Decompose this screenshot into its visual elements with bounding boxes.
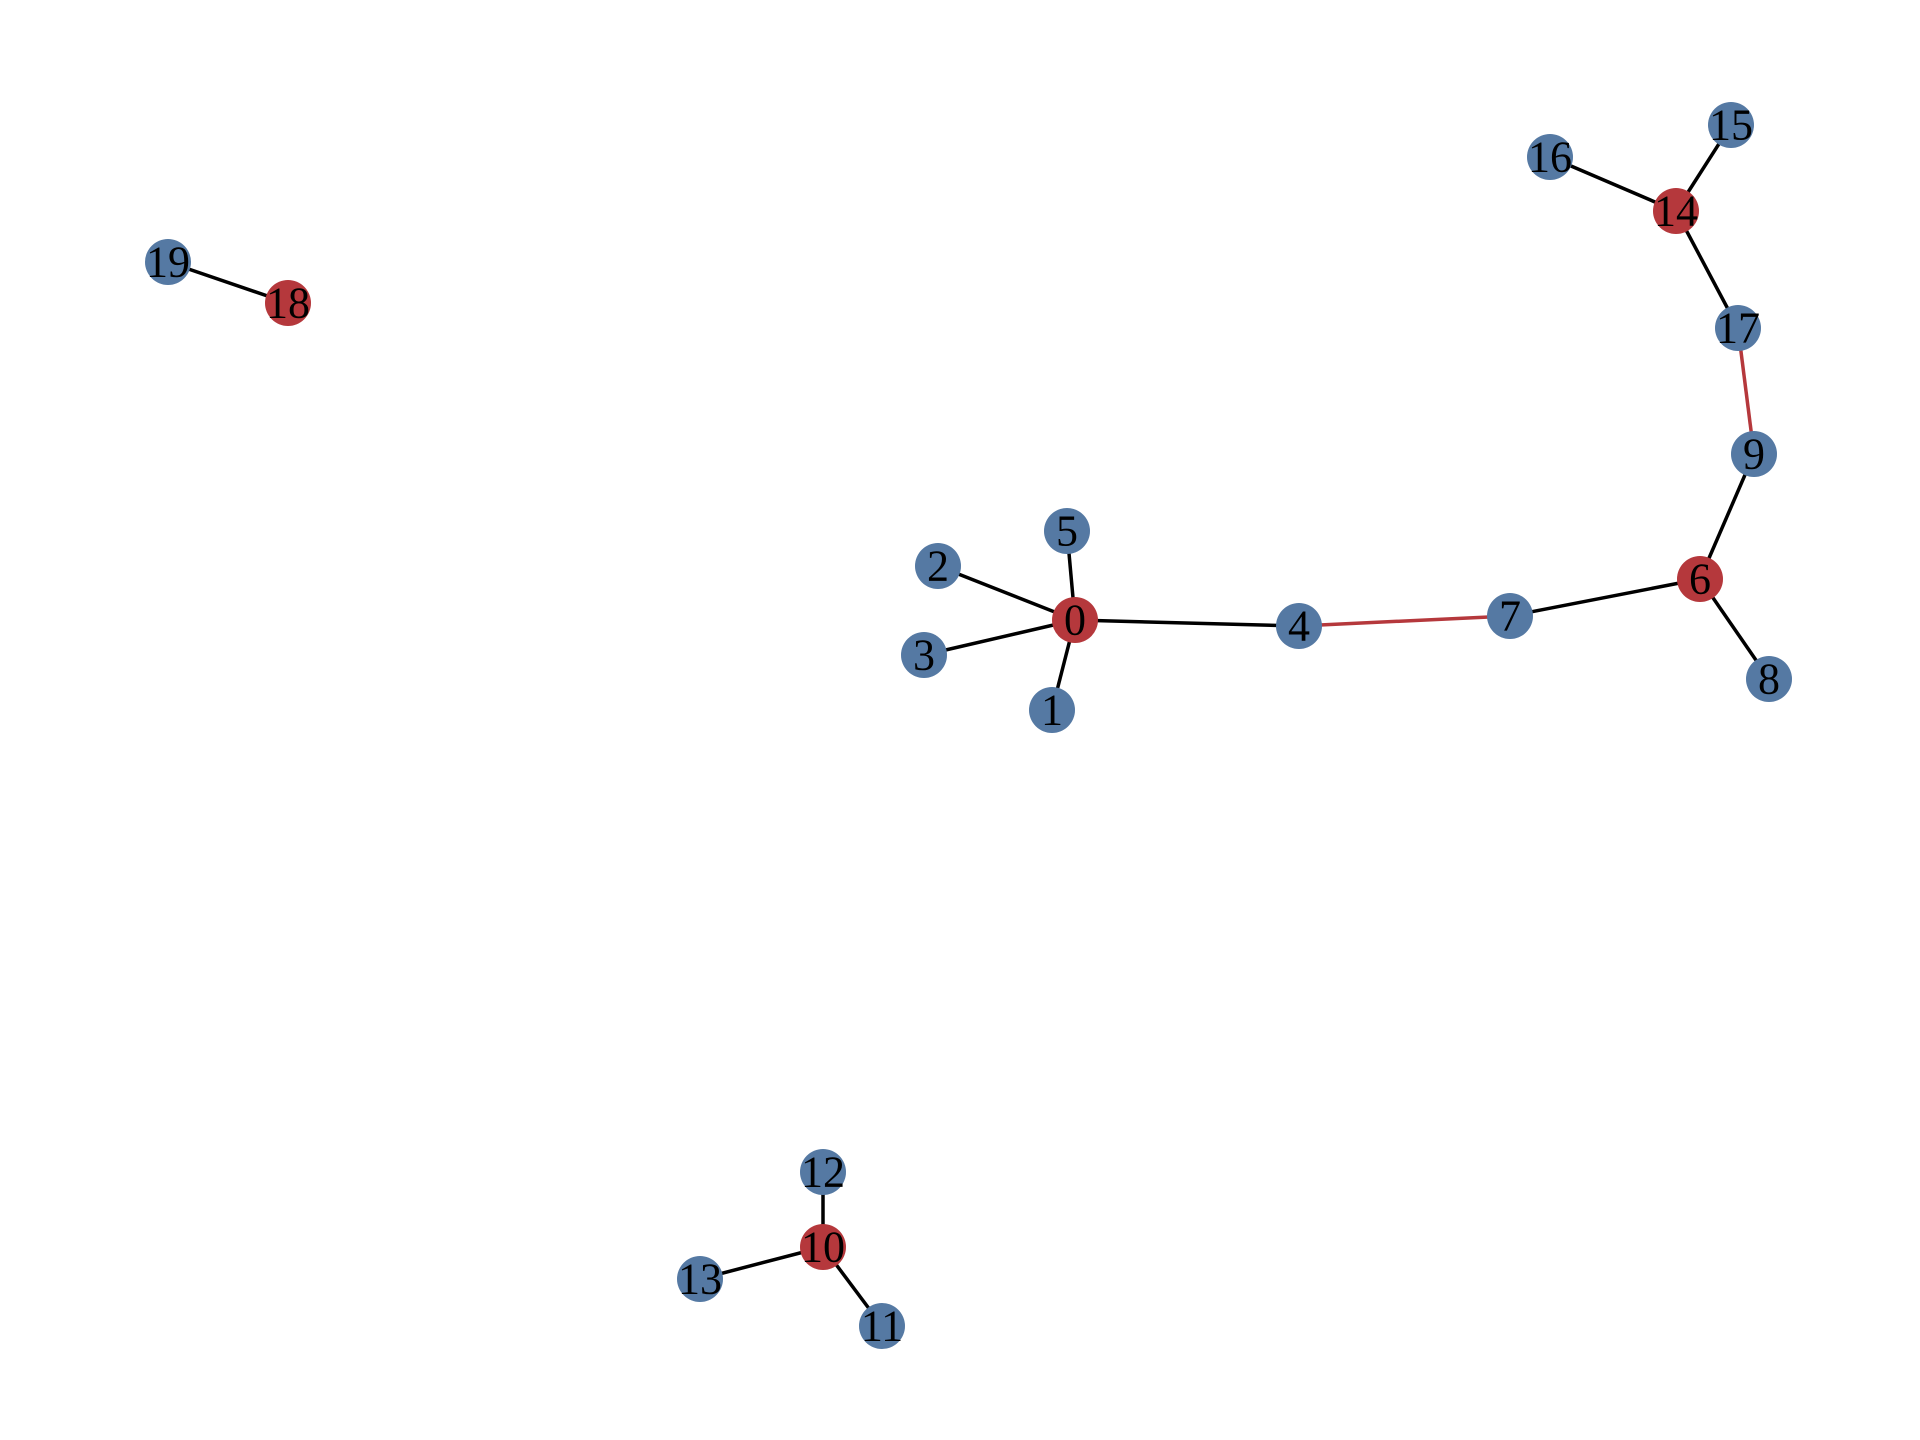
- node-label-3: 3: [913, 631, 935, 680]
- node-0: 0: [1052, 596, 1098, 645]
- node-circle-2: [915, 543, 961, 589]
- node-circle-8: [1746, 656, 1792, 702]
- node-1: 1: [1029, 686, 1075, 735]
- node-label-18: 18: [266, 279, 310, 328]
- node-label-11: 11: [861, 1302, 903, 1351]
- edges-layer: [167, 124, 1771, 1328]
- node-circle-6: [1677, 556, 1723, 602]
- node-13: 13: [677, 1255, 723, 1304]
- node-circle-3: [901, 632, 947, 678]
- node-3: 3: [901, 631, 947, 680]
- node-label-10: 10: [801, 1223, 845, 1272]
- node-circle-0: [1052, 597, 1098, 643]
- node-label-2: 2: [927, 542, 949, 591]
- edge-0-2: [937, 564, 1076, 622]
- node-6: 6: [1677, 555, 1723, 604]
- node-4: 4: [1276, 602, 1322, 651]
- node-label-1: 1: [1041, 686, 1063, 735]
- node-label-14: 14: [1654, 187, 1698, 236]
- node-circle-15: [1708, 102, 1754, 148]
- node-11: 11: [859, 1302, 905, 1351]
- node-18: 18: [265, 279, 311, 328]
- node-label-19: 19: [146, 238, 190, 287]
- node-10: 10: [800, 1223, 846, 1272]
- node-label-5: 5: [1056, 507, 1078, 556]
- node-label-9: 9: [1743, 430, 1765, 479]
- node-circle-12: [800, 1149, 846, 1195]
- node-15: 15: [1708, 101, 1754, 150]
- edge-0-4: [1074, 618, 1300, 628]
- node-label-12: 12: [801, 1148, 845, 1197]
- node-label-0: 0: [1064, 596, 1086, 645]
- node-label-13: 13: [678, 1255, 722, 1304]
- node-circle-18: [265, 280, 311, 326]
- node-label-4: 4: [1288, 602, 1310, 651]
- node-circle-16: [1527, 134, 1573, 180]
- node-label-7: 7: [1499, 592, 1521, 641]
- node-label-15: 15: [1709, 101, 1753, 150]
- node-8: 8: [1746, 655, 1792, 704]
- node-label-17: 17: [1716, 304, 1760, 353]
- node-circle-1: [1029, 687, 1075, 733]
- node-circle-7: [1487, 593, 1533, 639]
- node-label-8: 8: [1758, 655, 1780, 704]
- node-12: 12: [800, 1148, 846, 1197]
- node-circle-4: [1276, 603, 1322, 649]
- node-circle-9: [1731, 431, 1777, 477]
- node-circle-14: [1653, 188, 1699, 234]
- node-7: 7: [1487, 592, 1533, 641]
- node-circle-19: [145, 239, 191, 285]
- node-circle-11: [859, 1303, 905, 1349]
- node-2: 2: [915, 542, 961, 591]
- node-label-16: 16: [1528, 133, 1572, 182]
- edge-0-3: [923, 618, 1076, 657]
- edge-4-7: [1298, 614, 1511, 628]
- node-circle-13: [677, 1256, 723, 1302]
- node-16: 16: [1527, 133, 1573, 182]
- node-label-6: 6: [1689, 555, 1711, 604]
- edge-7-6: [1509, 577, 1701, 618]
- node-circle-10: [800, 1224, 846, 1270]
- node-9: 9: [1731, 430, 1777, 479]
- node-14: 14: [1653, 187, 1699, 236]
- node-19: 19: [145, 238, 191, 287]
- node-5: 5: [1044, 507, 1090, 556]
- node-circle-5: [1044, 508, 1090, 554]
- node-circle-17: [1715, 305, 1761, 351]
- node-17: 17: [1715, 304, 1761, 353]
